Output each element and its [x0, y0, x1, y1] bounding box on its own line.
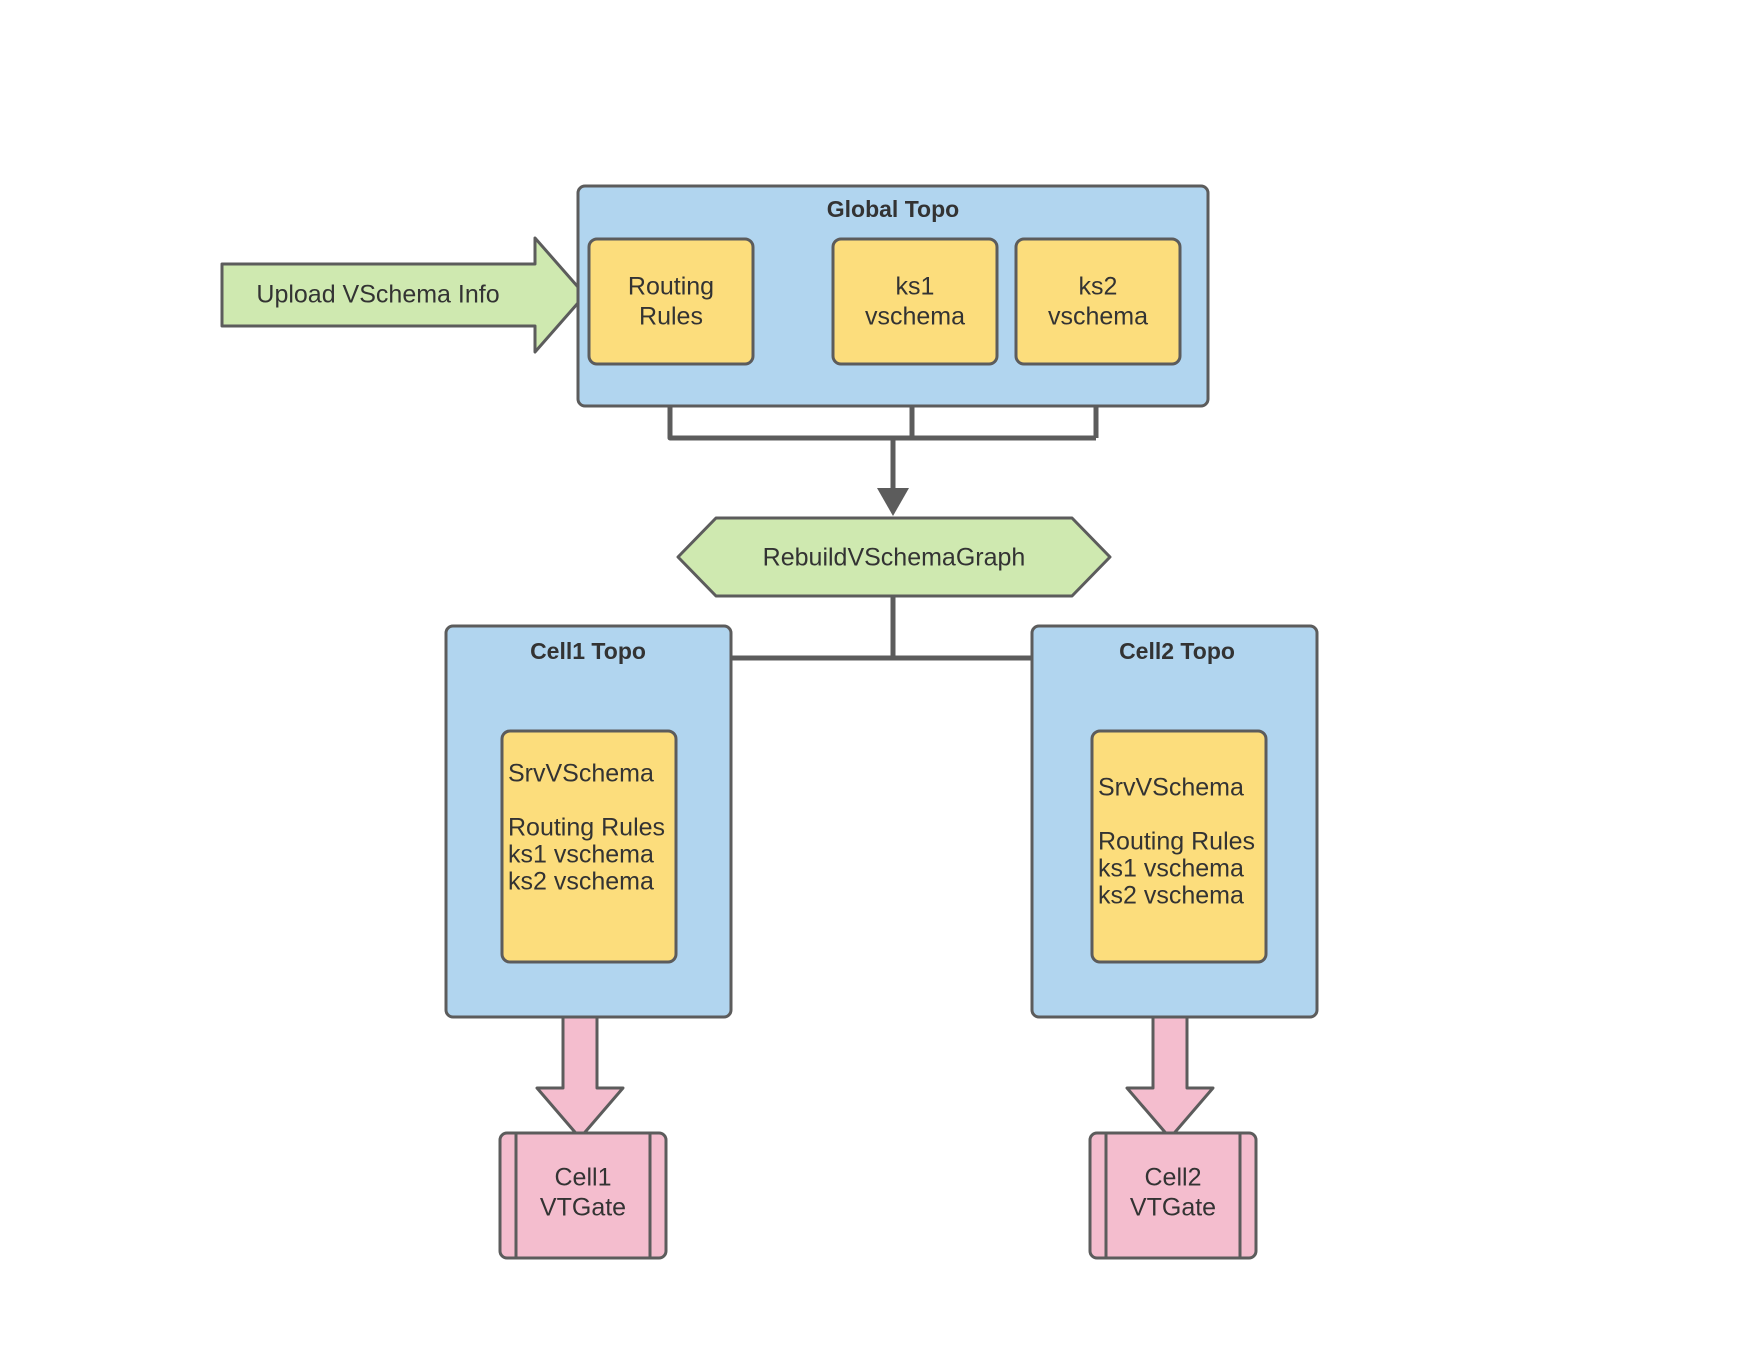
upload-vschema-arrow-label: Upload VSchema Info	[256, 281, 499, 309]
rebuild-vschema-graph-step[interactable]: RebuildVSchemaGraph	[676, 516, 1112, 598]
cell2-topo-container[interactable]: Cell2 Topo SrvVSchema Routing Rules ks1 …	[1030, 624, 1319, 1019]
cell1-srvvschema-item-1: ks1 vschema	[508, 841, 654, 869]
cell2-srvvschema-box	[1090, 729, 1268, 964]
cell1-srvvschema-item-2: ks2 vschema	[508, 868, 654, 896]
ks2-vschema-line1: ks2	[1079, 273, 1118, 301]
cell2-srvvschema-item-0: Routing Rules	[1098, 828, 1255, 856]
cell2-srvvschema-node[interactable]: SrvVSchema Routing Rules ks1 vschema ks2…	[1090, 729, 1268, 964]
cell1-vtgate-line2: VTGate	[540, 1194, 626, 1222]
routing-rules-line2: Rules	[639, 303, 703, 331]
global-node-routing-rules[interactable]: Routing Rules	[587, 237, 755, 366]
global-topo-title: Global Topo	[827, 196, 959, 222]
ks2-vschema-line2: vschema	[1048, 303, 1148, 331]
rebuild-vschema-graph-label: RebuildVSchemaGraph	[763, 544, 1026, 572]
global-node-ks1-vschema[interactable]: ks1 vschema	[831, 237, 999, 366]
cell1-vtgate-line1: Cell1	[555, 1164, 612, 1192]
cell2-vtgate-box	[1088, 1131, 1258, 1260]
rebuild-vschema-graph-hexagon	[676, 516, 1112, 598]
cell2-vtgate-line2: VTGate	[1130, 1194, 1216, 1222]
cell1-srvvschema-box	[500, 729, 678, 964]
upload-vschema-arrow-shape	[220, 236, 587, 354]
cell2-srvvschema-item-1: ks1 vschema	[1098, 855, 1244, 883]
cell2-srvvschema-item-2: ks2 vschema	[1098, 882, 1244, 910]
cell1-topo-container[interactable]: Cell1 Topo SrvVSchema Routing Rules ks1 …	[444, 624, 733, 1019]
global-to-rebuild-arrowhead	[877, 488, 909, 516]
routing-rules-box	[587, 237, 755, 366]
cell1-topo-title: Cell1 Topo	[530, 638, 646, 664]
ks2-vschema-box	[1014, 237, 1182, 366]
cell1-vtgate-node[interactable]: Cell1 VTGate	[498, 1131, 668, 1260]
ks1-vschema-line1: ks1	[896, 273, 935, 301]
cell1-srvvschema-heading: SrvVSchema	[508, 760, 654, 788]
cell1-vtgate-box	[498, 1131, 668, 1260]
cell2-vtgate-node[interactable]: Cell2 VTGate	[1088, 1131, 1258, 1260]
cell2-srvvschema-heading: SrvVSchema	[1098, 774, 1244, 802]
global-topo-container[interactable]: Global Topo Routing Rules ks1 vschema ks…	[576, 184, 1210, 408]
ks1-vschema-line2: vschema	[865, 303, 965, 331]
cell1-srvvschema-node[interactable]: SrvVSchema Routing Rules ks1 vschema ks2…	[500, 729, 678, 964]
global-node-ks2-vschema[interactable]: ks2 vschema	[1014, 237, 1182, 366]
cell1-srvvschema-item-0: Routing Rules	[508, 814, 665, 842]
cell2-vtgate-line1: Cell2	[1145, 1164, 1202, 1192]
ks1-vschema-box	[831, 237, 999, 366]
cell2-topo-title: Cell2 Topo	[1119, 638, 1235, 664]
upload-vschema-arrow[interactable]: Upload VSchema Info	[220, 236, 587, 354]
routing-rules-line1: Routing	[628, 273, 714, 301]
